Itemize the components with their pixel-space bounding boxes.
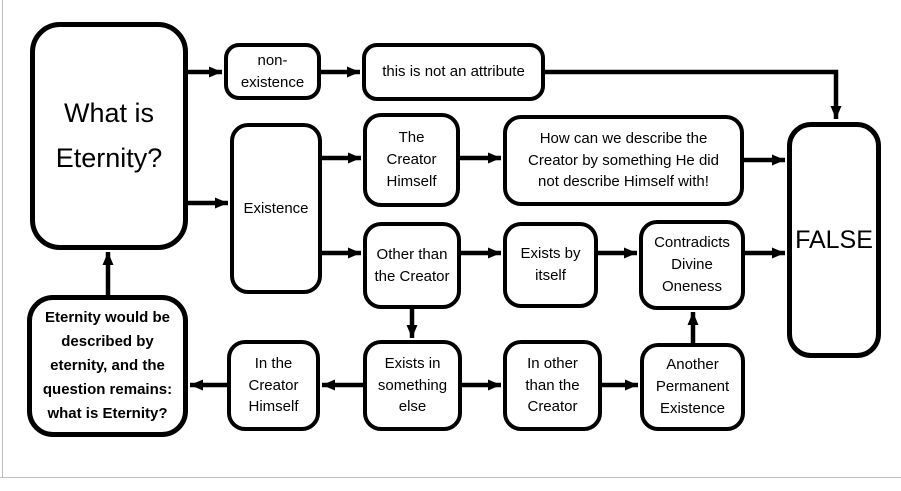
node-not-an-attribute: this is not an attribute [362, 43, 545, 101]
node-what-is-eternity: What is Eternity? [30, 22, 188, 250]
node-false: FALSE [787, 122, 881, 358]
node-exists-in-something-else-label: Exists in something else [377, 354, 448, 416]
node-existence: Existence [230, 123, 322, 294]
node-in-other-than-the-creator: In other than the Creator [503, 340, 602, 431]
canvas-edge-bottom [0, 477, 901, 478]
node-in-the-creator-himself-label: In the Creator Himself [248, 354, 299, 416]
node-how-can-we-describe-label: How can we describe the Creator by somet… [528, 129, 719, 191]
node-exists-in-something-else: Exists in something else [363, 340, 462, 431]
node-another-permanent-existence: Another Permanent Existence [640, 343, 745, 431]
node-what-is-eternity-label: What is Eternity? [55, 98, 163, 173]
node-contradicts-divine-oneness-label: Contradicts Divine Oneness [654, 234, 730, 295]
node-non-existence: non- existence [224, 43, 321, 100]
canvas-edge-left [2, 0, 3, 478]
node-the-creator-himself-label: The Creator Himself [386, 129, 437, 190]
node-eternity-loop: Eternity would be described by eternity,… [27, 295, 188, 437]
node-non-existence-label: non- existence [240, 51, 305, 91]
node-other-than-the-creator-label: Other than the Creator [374, 245, 450, 285]
node-how-can-we-describe: How can we describe the Creator by somet… [503, 115, 744, 206]
node-not-an-attribute-label: this is not an attribute [382, 63, 525, 81]
node-false-label: FALSE [795, 225, 873, 254]
node-existence-label: Existence [243, 199, 309, 217]
node-exists-by-itself-label: Exists by itself [520, 245, 581, 284]
node-in-the-creator-himself: In the Creator Himself [227, 340, 320, 431]
node-another-permanent-existence-label: Another Permanent Existence [655, 356, 730, 417]
node-eternity-loop-label: Eternity would be described by eternity,… [42, 309, 173, 422]
node-contradicts-divine-oneness: Contradicts Divine Oneness [639, 220, 745, 310]
connector-notattribute-to-false [545, 69, 842, 119]
node-the-creator-himself: The Creator Himself [363, 113, 460, 207]
node-exists-by-itself: Exists by itself [503, 222, 598, 308]
node-other-than-the-creator: Other than the Creator [363, 222, 461, 309]
node-in-other-than-the-creator-label: In other than the Creator [525, 354, 580, 416]
